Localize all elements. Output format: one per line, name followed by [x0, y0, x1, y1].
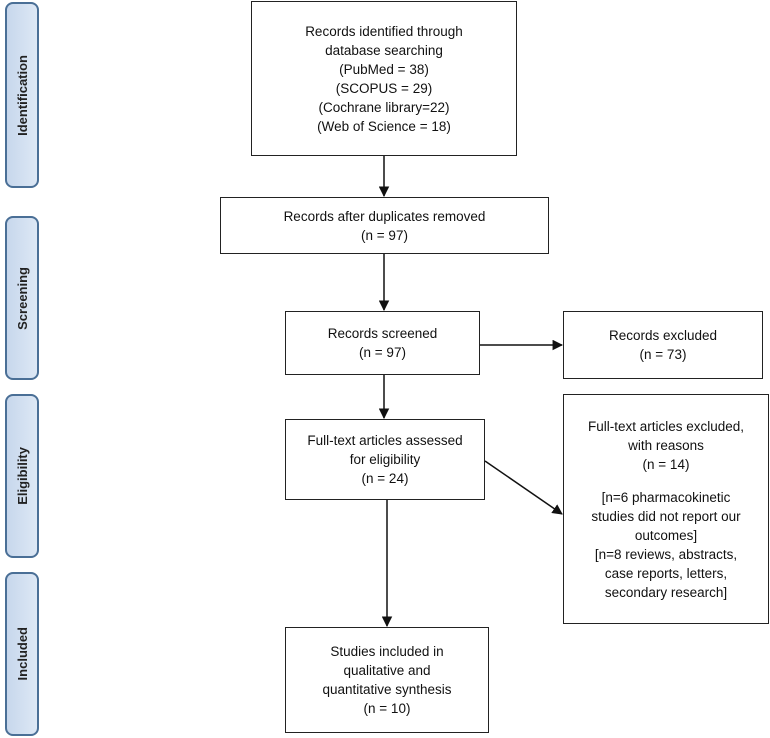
- box-text: (n = 73): [639, 347, 687, 362]
- box-text: (n = 97): [361, 227, 408, 243]
- box-text: with reasons: [628, 437, 704, 453]
- box-records-excluded: Records excluded (n = 73): [563, 311, 763, 379]
- box-text: [n=8 reviews, abstracts,: [594, 546, 738, 562]
- box-text: [n=6 pharmacokinetic: [601, 489, 731, 505]
- box-studies-included: Studies included in qualitative and quan…: [285, 627, 489, 733]
- box-text: outcomes]: [634, 527, 698, 543]
- box-text: Records after duplicates removed: [283, 208, 486, 224]
- box-text: (PubMed = 38): [339, 61, 429, 77]
- box-text: quantitative synthesis: [322, 682, 452, 697]
- box-text: for eligibility: [349, 452, 421, 467]
- phase-screening: Screening: [5, 216, 39, 380]
- box-text: (n = 97): [359, 345, 406, 360]
- phase-included: Included: [5, 572, 39, 736]
- box-text: case reports, letters,: [604, 565, 728, 581]
- box-text: Full-text articles assessed: [307, 433, 463, 448]
- box-fulltext-assessed: Full-text articles assessed for eligibil…: [285, 419, 485, 500]
- box-text: (Cochrane library=22): [318, 99, 450, 115]
- box-text: Records screened: [327, 326, 438, 341]
- phase-identification: Identification: [5, 2, 39, 188]
- box-text: (n = 10): [363, 701, 411, 716]
- phase-eligibility: Eligibility: [5, 394, 39, 558]
- box-text: qualitative and: [343, 663, 431, 678]
- box-text: (SCOPUS = 29): [335, 80, 433, 96]
- box-text: Studies included in: [330, 644, 444, 659]
- box-text: Records identified through: [305, 23, 463, 39]
- box-text: (n = 24): [361, 471, 409, 486]
- box-text: Records excluded: [608, 328, 718, 343]
- box-text: Full-text articles excluded,: [587, 418, 745, 434]
- box-fulltext-excluded: Full-text articles excluded, with reason…: [563, 394, 769, 624]
- arrow-fulltext-to-excluded: [484, 460, 563, 515]
- box-text: (n = 14): [642, 456, 690, 472]
- box-records-screened: Records screened (n = 97): [285, 311, 480, 375]
- box-text: secondary research]: [604, 584, 728, 600]
- box-text: database searching: [325, 42, 443, 58]
- box-records-identified: Records identified through database sear…: [251, 1, 517, 156]
- box-text: (Web of Science = 18): [317, 118, 451, 134]
- box-text: studies did not report our: [591, 508, 741, 524]
- box-duplicates-removed: Records after duplicates removed (n = 97…: [220, 197, 549, 254]
